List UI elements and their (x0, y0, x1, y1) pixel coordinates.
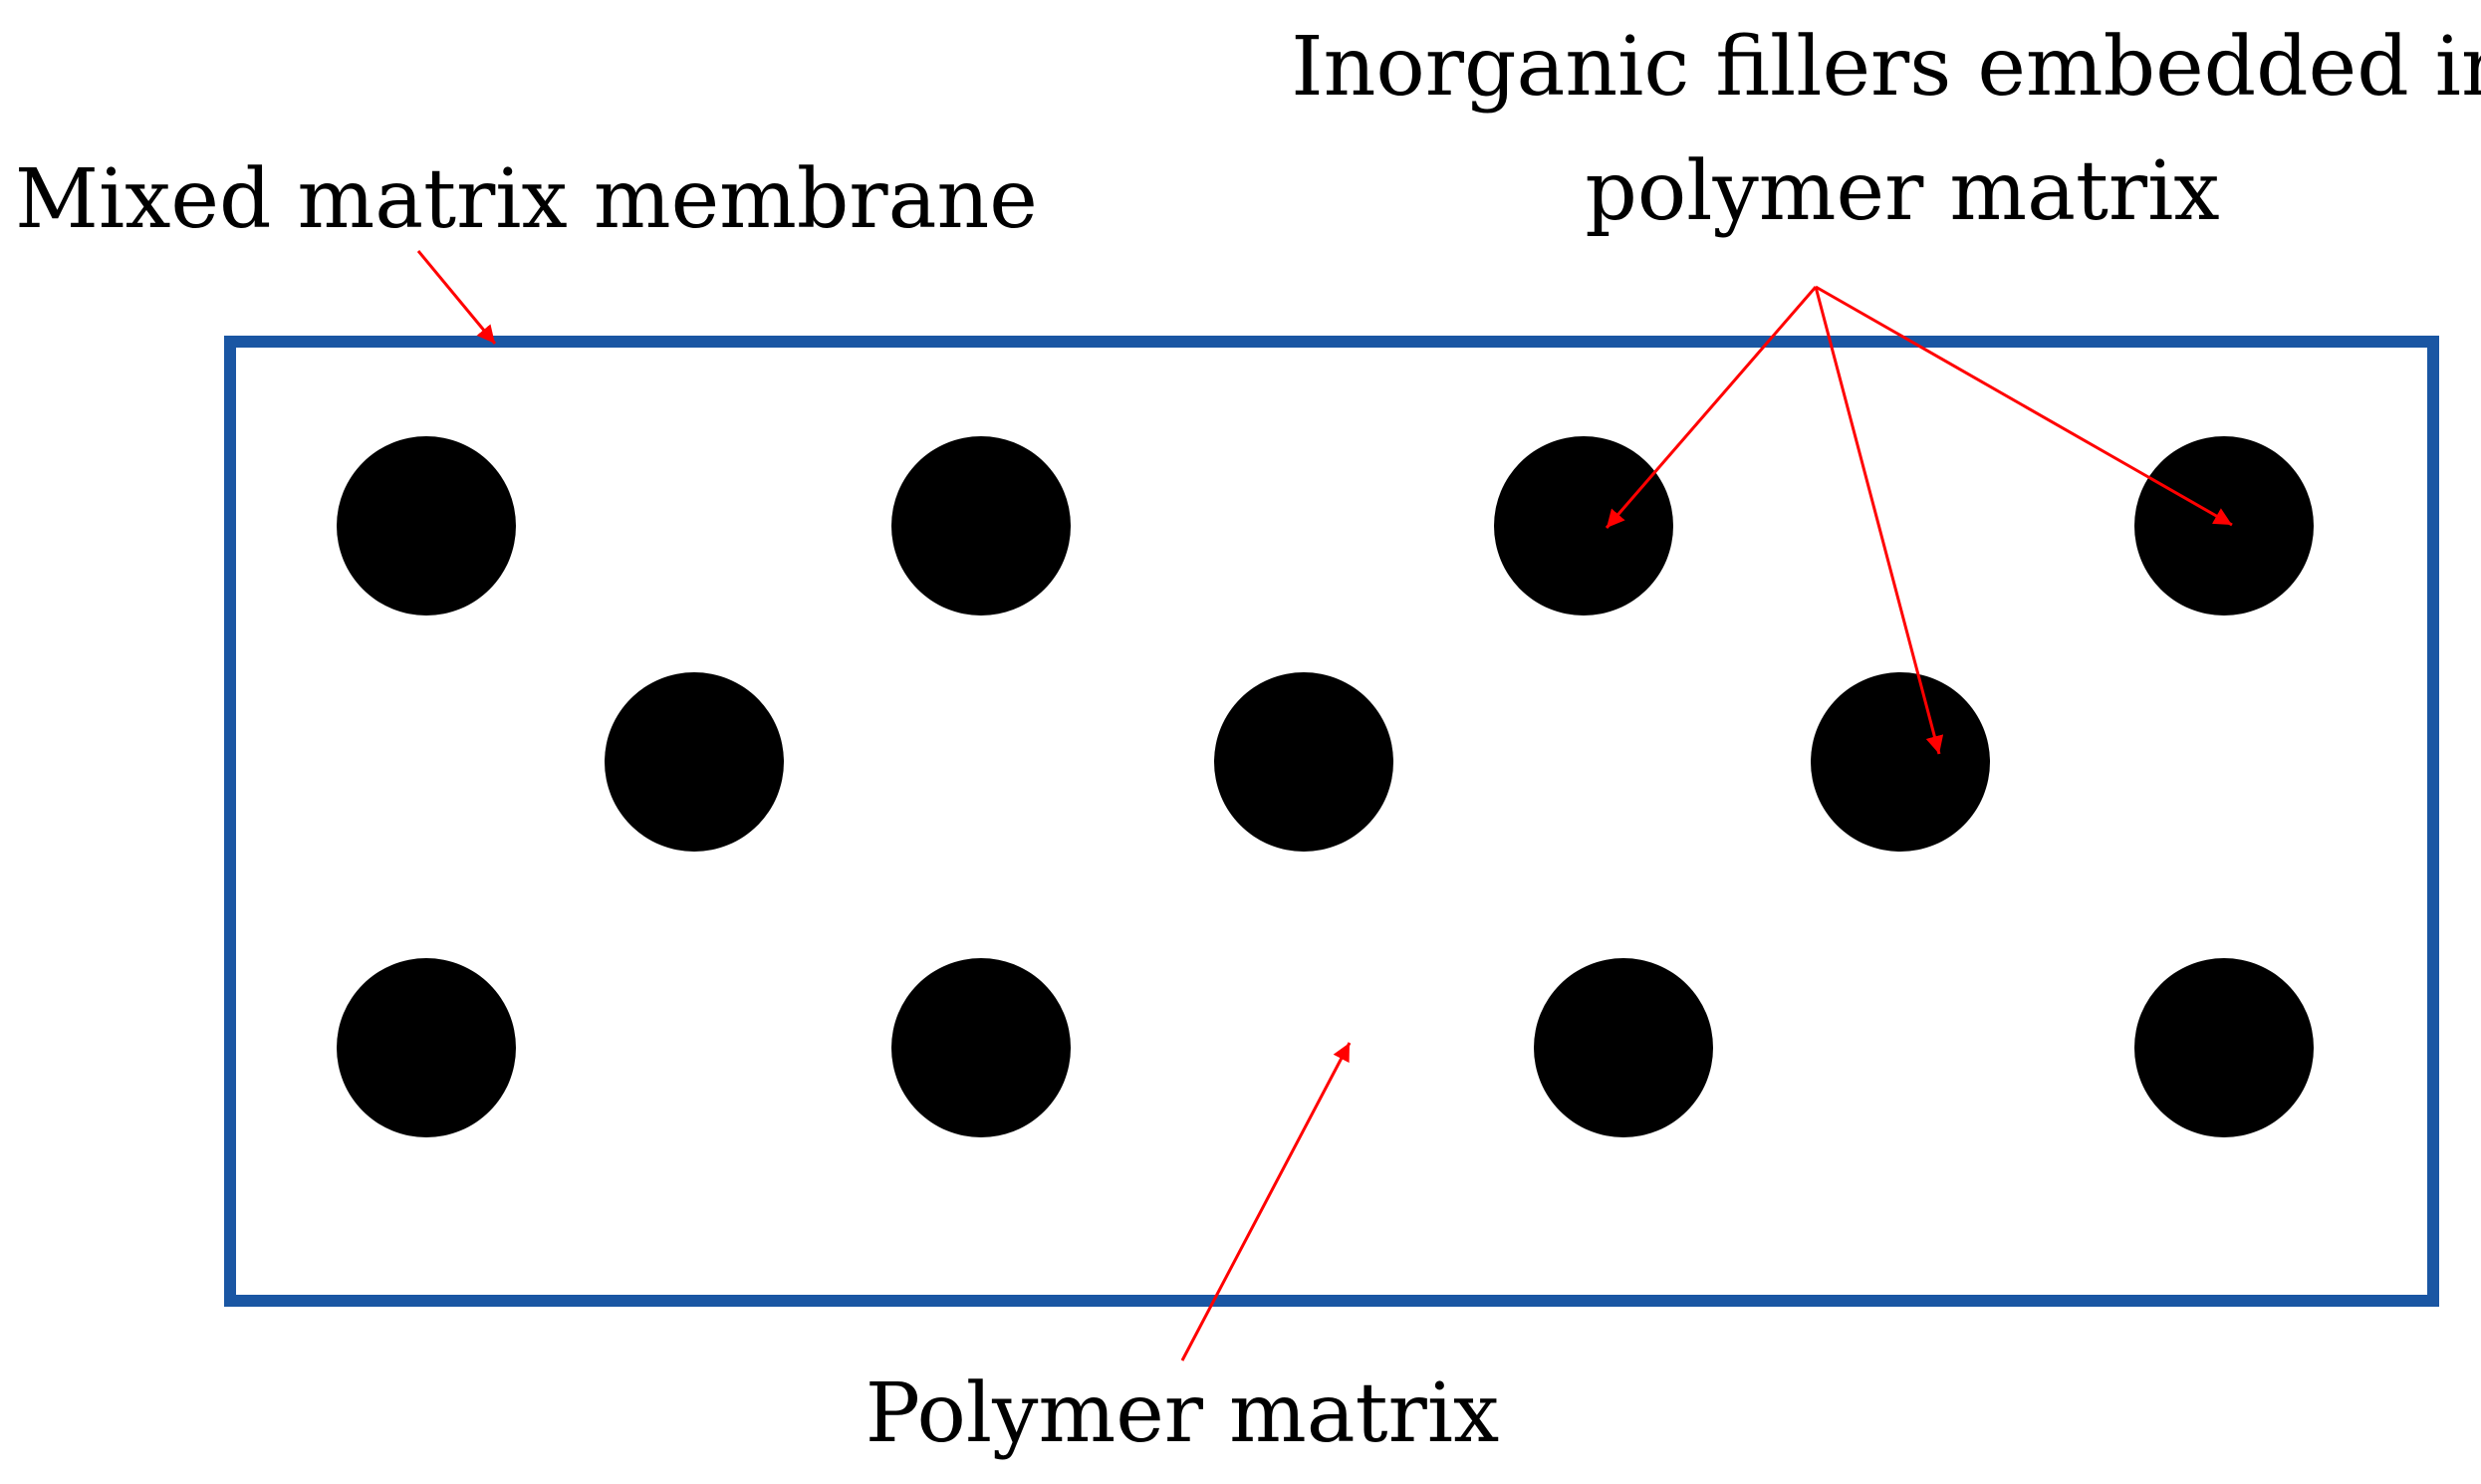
filler-particle (1494, 436, 1673, 616)
membrane-outline (224, 336, 2439, 1307)
filler-particle (2134, 436, 2314, 616)
membrane-arrow (416, 250, 497, 345)
fillers-label-line2: polymer matrix (1585, 144, 2219, 239)
polymer-arrow (1180, 1042, 1352, 1361)
filler-particle (337, 436, 516, 616)
filler-particle (1534, 958, 1713, 1137)
polymer-label: Polymer matrix (866, 1366, 1500, 1461)
fillers-label-line1: Inorganic fillers embedded in (1291, 20, 2481, 115)
filler-particle (1214, 672, 1393, 852)
filler-particle (2134, 958, 2314, 1137)
filler-arrow (1605, 286, 1818, 529)
filler-particle (891, 958, 1071, 1137)
filler-arrow (1814, 286, 1944, 755)
filler-particle (337, 958, 516, 1137)
filler-particle (891, 436, 1071, 616)
membrane-label: Mixed matrix membrane (15, 152, 1038, 247)
filler-particle (605, 672, 784, 852)
filler-arrow (1815, 285, 2233, 527)
filler-particle (1811, 672, 1990, 852)
